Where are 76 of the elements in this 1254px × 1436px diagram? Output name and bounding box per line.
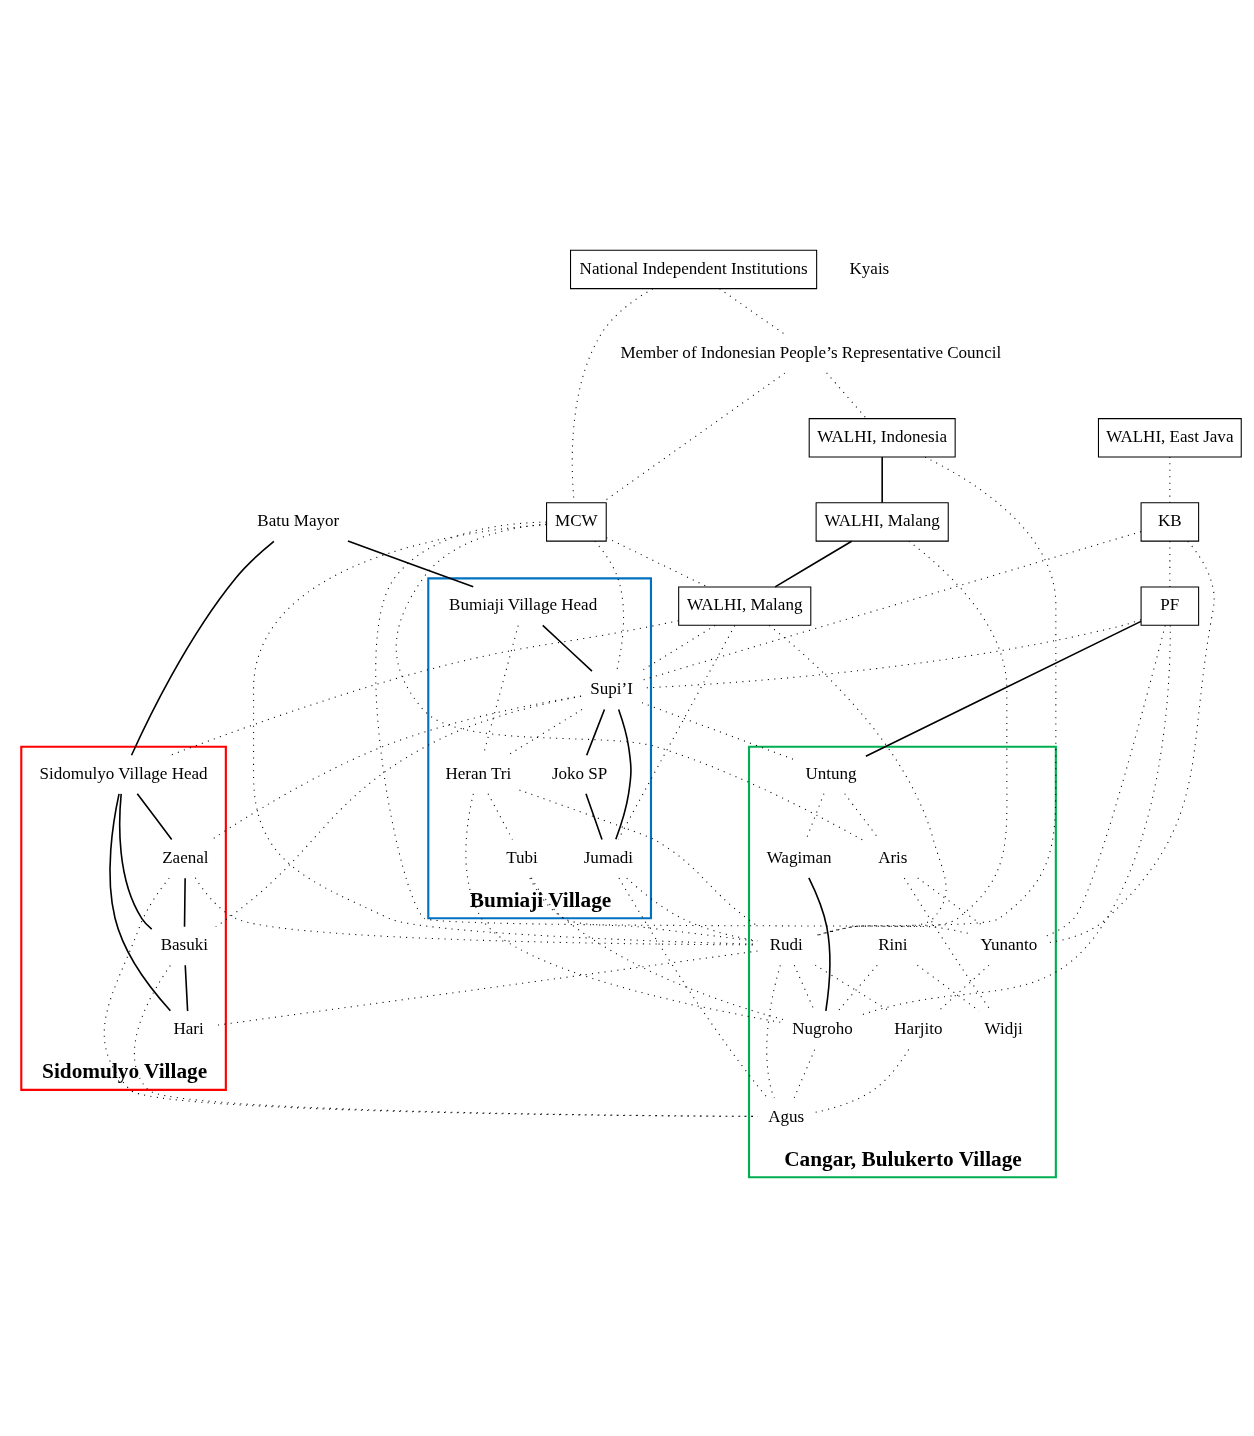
connector — [601, 372, 786, 504]
connector — [814, 1049, 910, 1113]
node-text: Kyais — [849, 258, 890, 278]
connector — [518, 789, 759, 928]
node-box: KB — [1140, 502, 1200, 542]
connector — [465, 793, 784, 1024]
connector — [136, 792, 173, 841]
connector — [617, 625, 736, 840]
connector — [130, 540, 275, 757]
connector — [937, 964, 990, 1012]
node-text: Wagiman — [766, 847, 832, 867]
connector — [865, 620, 1142, 758]
node-text: Tubi — [506, 847, 538, 867]
connector — [814, 456, 1057, 937]
connector — [814, 964, 890, 1012]
connector — [640, 624, 716, 672]
node-box: WALHI, Malang — [815, 502, 949, 542]
connector — [766, 964, 781, 1099]
node-box: WALHI, East Java — [1097, 418, 1242, 458]
node-text: Agus — [768, 1106, 805, 1126]
node-text: Joko SP — [551, 763, 608, 783]
connector — [194, 877, 758, 946]
node-text: Supi’I — [590, 679, 633, 699]
node-text: Rini — [878, 935, 908, 955]
connector — [641, 531, 1142, 681]
connector — [1046, 625, 1166, 937]
node-text: Sidomulyo Village Head — [39, 763, 208, 783]
node-text: Nugroho — [792, 1019, 853, 1039]
node-text: Widji — [984, 1019, 1023, 1039]
node-text: Heran Tri — [445, 763, 512, 783]
connector — [585, 792, 603, 841]
node-box: MCW — [546, 502, 607, 542]
connector — [109, 793, 172, 1012]
connector — [808, 877, 831, 1012]
connector — [530, 877, 784, 1021]
connector — [529, 877, 758, 942]
connector — [916, 964, 980, 1012]
connector — [118, 793, 153, 930]
connector — [861, 625, 1171, 1016]
connector — [211, 695, 582, 840]
node-text: Rudi — [769, 935, 803, 955]
node-text: Bumiaji Village Head — [449, 595, 598, 615]
node-text: Hari — [173, 1019, 204, 1039]
connector — [184, 964, 189, 1012]
connector — [903, 877, 992, 1012]
connector — [487, 793, 513, 840]
connector — [395, 523, 865, 842]
connector — [585, 708, 606, 757]
node-text: Batu Mayor — [257, 511, 340, 530]
connector — [774, 540, 853, 588]
connector — [615, 708, 632, 840]
connector — [618, 877, 769, 1099]
node-text: Member of Indonesian People’s Representative Council — [620, 342, 1002, 362]
node-text: Jumadi — [583, 847, 633, 867]
connector — [183, 877, 186, 928]
connector — [626, 877, 758, 942]
connector — [541, 624, 593, 672]
node-box: PF — [1140, 586, 1200, 626]
node-box: National Independent Institutions — [570, 249, 818, 290]
connector — [103, 877, 758, 1117]
node-text: Yunanto — [980, 935, 1038, 955]
connector — [1046, 540, 1215, 944]
node-text: Untung — [805, 763, 857, 783]
connector — [253, 524, 758, 945]
node-text: Harjito — [894, 1019, 943, 1039]
node-box: WALHI, Indonesia — [808, 418, 956, 458]
node-text: Zaenal — [162, 847, 209, 867]
node-text: Basuki — [160, 935, 208, 955]
connector — [768, 624, 947, 937]
connector — [881, 456, 883, 504]
connector — [347, 540, 475, 588]
connector — [641, 619, 1142, 689]
connector — [215, 695, 582, 928]
node-text: Aris — [878, 847, 908, 867]
node-box: WALHI, Malang — [678, 586, 812, 626]
connector — [507, 709, 583, 756]
